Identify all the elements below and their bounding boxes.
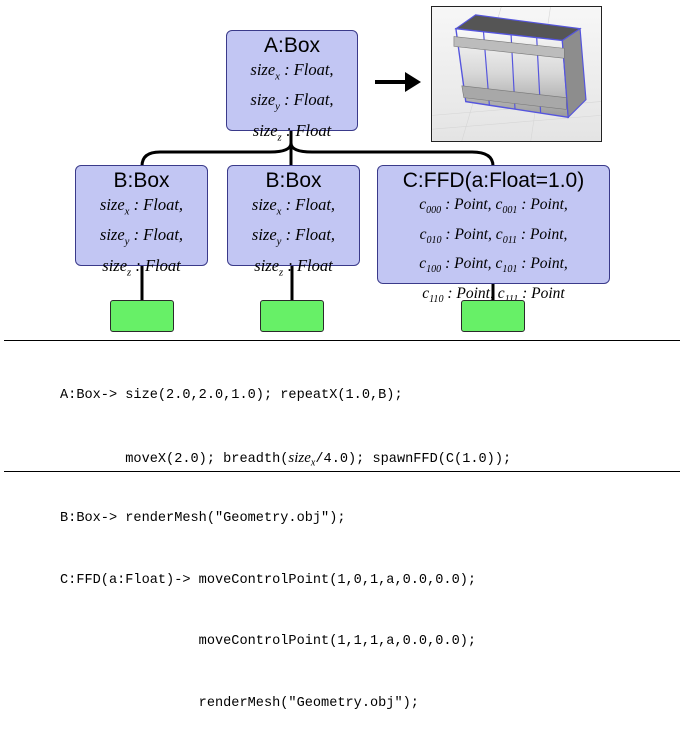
edge-a-to-c (289, 130, 495, 167)
node-title: C:FFD(a:Float=1.0) (402, 169, 585, 192)
leaf-terminal-b2 (260, 300, 324, 332)
code-line-2-size-symbol: size (288, 449, 311, 466)
tree-connectors (140, 72, 495, 301)
node-title: B:Box (113, 169, 170, 192)
attr-control-points-row-1: c000 : Point, c001 : Point, (419, 196, 568, 217)
node-a-box: A:Box sizex : Float, sizey : Float, size… (226, 30, 358, 143)
attr-size-x: sizex : Float, (250, 60, 334, 83)
node-title: A:Box (263, 34, 321, 57)
code-line-5: moveControlPoint(1,1,1,a,0.0,0.0); (60, 634, 477, 649)
code-line-2-subscript: x (310, 457, 316, 469)
node-attributes: sizex : Float, sizey : Float, sizez : Fl… (227, 58, 357, 149)
node-attributes: c000 : Point, c001 : Point, c010 : Point… (378, 193, 609, 311)
attr-size-z: sizez : Float (102, 255, 181, 278)
code-line-2: moveX(2.0); breadth(sizex/4.0); spawnFFD… (60, 448, 511, 469)
attr-size-y: sizey : Float, (251, 225, 336, 248)
node-title: B:Box (265, 169, 322, 192)
code-line-2-end: /4.0); spawnFFD(C(1.0)); (315, 451, 512, 467)
code-line-2-start: moveX(2.0); breadth( (60, 451, 289, 467)
node-b-box-1: B:Box sizex : Float, sizey : Float, size… (75, 165, 208, 278)
attr-size-x: sizex : Float, (99, 195, 184, 218)
attr-size-z: sizez : Float (252, 120, 332, 143)
attr-size-y: sizey : Float, (250, 90, 334, 113)
attr-size-z: sizez : Float (254, 255, 333, 278)
box-mesh-render-image (431, 6, 602, 142)
attr-size-x: sizex : Float, (251, 195, 336, 218)
attr-control-points-row-4: c110 : Point, c111 : Point (422, 284, 565, 305)
node-attributes: sizex : Float, sizey : Float, sizez : Fl… (76, 193, 207, 284)
code-line-3: B:Box-> renderMesh("Geometry.obj"); (60, 511, 346, 526)
attr-size-y: sizey : Float, (99, 225, 184, 248)
code-line-4: C:FFD(a:Float)-> moveControlPoint(1,0,1,… (60, 572, 477, 588)
leaf-terminal-c (461, 300, 525, 332)
code-line-1: A:Box-> size(2.0,2.0,1.0); repeatX(1.0,B… (60, 388, 403, 403)
arrow-right-icon (375, 72, 421, 92)
separator-top (4, 340, 680, 341)
code-line-6: renderMesh("Geometry.obj"); (60, 695, 419, 711)
node-c-ffd: C:FFD(a:Float=1.0) c000 : Point, c001 : … (377, 165, 610, 305)
node-b-box-2: B:Box sizex : Float, sizey : Float, size… (227, 165, 360, 278)
attr-control-points-row-3: c100 : Point, c101 : Point, (419, 255, 568, 276)
attr-control-points-row-2: c010 : Point, c011 : Point, (419, 225, 568, 246)
separator-bottom (4, 471, 680, 472)
node-attributes: sizex : Float, sizey : Float, sizez : Fl… (228, 193, 359, 284)
grammar-code-listing: A:Box-> size(2.0,2.0,1.0); repeatX(1.0,B… (60, 345, 511, 735)
leaf-terminal-b1 (110, 300, 174, 332)
box-mesh-render-icon (432, 7, 601, 141)
